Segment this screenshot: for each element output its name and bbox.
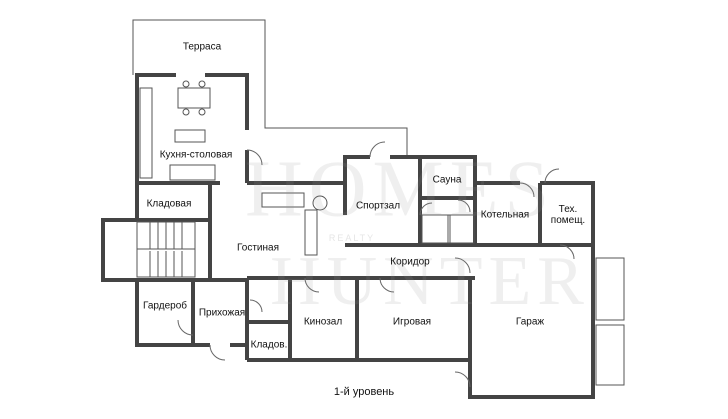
main-walls — [135, 155, 595, 399]
living-furniture — [261, 192, 328, 256]
label-gym: Спортзал — [355, 200, 401, 212]
level-label: 1-й уровень — [333, 386, 395, 398]
label-garage: Гараж — [515, 316, 545, 328]
label-sauna: Сауна — [432, 174, 462, 186]
label-terrace: Терраса — [182, 41, 222, 53]
label-tech: Тех. помещ. — [550, 204, 586, 226]
watermark-realty: REALTY — [328, 233, 376, 243]
label-cinema: Кинозал — [303, 316, 343, 328]
garage-windows — [595, 257, 625, 386]
kitchen-walls — [135, 73, 249, 185]
label-pantry: Кладовая — [146, 198, 192, 210]
terrace-outline — [132, 19, 408, 155]
door-swings — [177, 141, 575, 388]
label-living: Гостиная — [237, 242, 279, 254]
label-wardrobe: Гардероб — [143, 300, 187, 312]
label-playroom: Игровая — [392, 316, 432, 328]
watermark-bottom: HUNTER — [270, 243, 590, 320]
kitchen-furniture — [139, 80, 216, 181]
label-storage: Кладов. — [250, 339, 288, 351]
pantry-walls — [135, 183, 212, 222]
label-kitchen: Кухня-столовая — [159, 149, 233, 161]
label-hall: Прихожая — [198, 307, 246, 319]
watermark-brand: HOMES — [244, 145, 556, 234]
label-boiler: Котельная — [480, 209, 530, 221]
stair-box — [101, 218, 196, 282]
label-corridor: Коридор — [390, 256, 430, 268]
